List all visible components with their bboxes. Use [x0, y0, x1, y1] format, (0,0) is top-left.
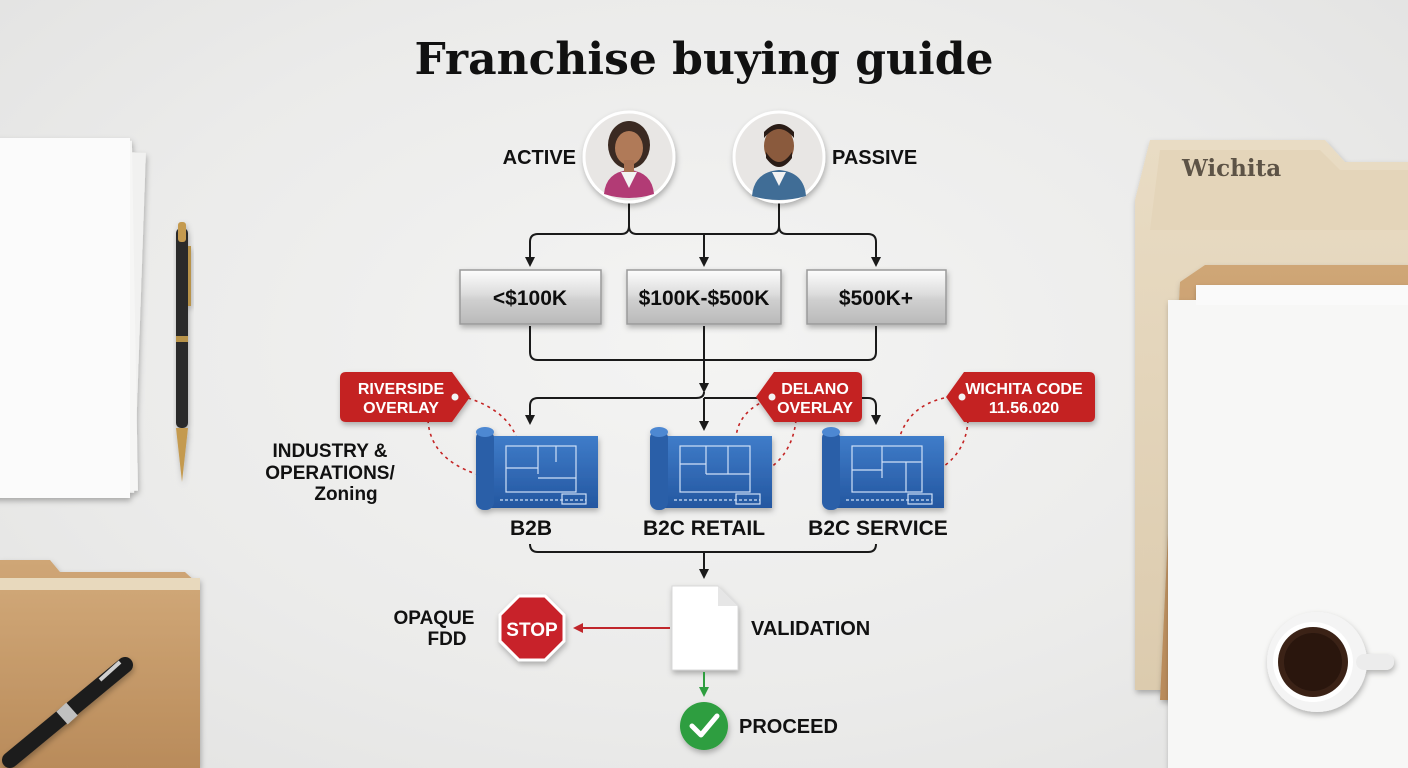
svg-text:Zoning: Zoning — [314, 484, 377, 505]
blueprint-b2c-retail — [650, 427, 772, 510]
budget-box-under-100k: <$100K — [459, 269, 602, 325]
svg-text:INDUSTRY &: INDUSTRY & — [272, 441, 387, 462]
svg-text:WICHITA CODE: WICHITA CODE — [965, 381, 1083, 398]
tag-riverside-overlay: RIVERSIDE OVERLAY — [340, 372, 470, 422]
validation-document-icon — [671, 585, 739, 671]
avatar-active — [582, 110, 676, 204]
pen-diagonal — [2, 657, 133, 768]
svg-text:$500K+: $500K+ — [839, 287, 913, 310]
paper-stack — [0, 138, 146, 498]
blueprint-b2c-service — [822, 427, 944, 510]
svg-text:OPERATIONS/: OPERATIONS/ — [265, 463, 395, 484]
connector-lines-top — [525, 200, 881, 267]
tag-leader-lines — [427, 397, 969, 475]
connector-lines-bottom — [529, 543, 877, 579]
passive-label: PASSIVE — [832, 147, 917, 169]
svg-text:FDD: FDD — [427, 629, 466, 650]
tag-delano-overlay: DELANO OVERLAY — [756, 372, 862, 422]
active-label: ACTIVE — [503, 147, 576, 169]
budget-box-100k-500k: $100K-$500K — [626, 269, 782, 325]
avatar-passive — [732, 110, 826, 204]
industry-operations-label: INDUSTRY & OPERATIONS/ Zoning — [265, 441, 395, 505]
folder-tab-label: Wichita — [1181, 155, 1281, 182]
opaque-fdd-label: OPAQUE FDD — [394, 608, 475, 650]
coffee-cup — [1267, 612, 1394, 712]
blueprint-b2b — [476, 427, 598, 510]
budget-box-500k-plus: $500K+ — [806, 269, 947, 325]
tag-wichita-code: WICHITA CODE 11.56.020 — [946, 372, 1095, 422]
proceed-label: PROCEED — [739, 716, 838, 738]
svg-text:$100K-$500K: $100K-$500K — [639, 287, 770, 310]
svg-text:<$100K: <$100K — [493, 287, 567, 310]
svg-text:DELANO: DELANO — [781, 381, 849, 398]
svg-text:OVERLAY: OVERLAY — [363, 400, 439, 417]
check-icon — [680, 702, 728, 750]
stop-sign-icon: STOP — [498, 594, 566, 662]
segment-label-b2c-retail: B2C RETAIL — [643, 517, 765, 540]
svg-text:RIVERSIDE: RIVERSIDE — [358, 381, 445, 398]
segment-label-b2c-service: B2C SERVICE — [808, 517, 948, 540]
page-title: Franchise buying guide — [414, 34, 993, 85]
svg-text:11.56.020: 11.56.020 — [989, 400, 1059, 417]
svg-text:STOP: STOP — [506, 620, 558, 641]
validation-label: VALIDATION — [751, 618, 870, 640]
segment-label-b2b: B2B — [510, 517, 552, 540]
svg-text:OPAQUE: OPAQUE — [394, 608, 475, 629]
kraft-folder-bottom-left — [0, 560, 200, 768]
pen-vertical — [176, 222, 191, 482]
svg-text:OVERLAY: OVERLAY — [777, 400, 853, 417]
connector-lines-middle — [525, 326, 881, 431]
